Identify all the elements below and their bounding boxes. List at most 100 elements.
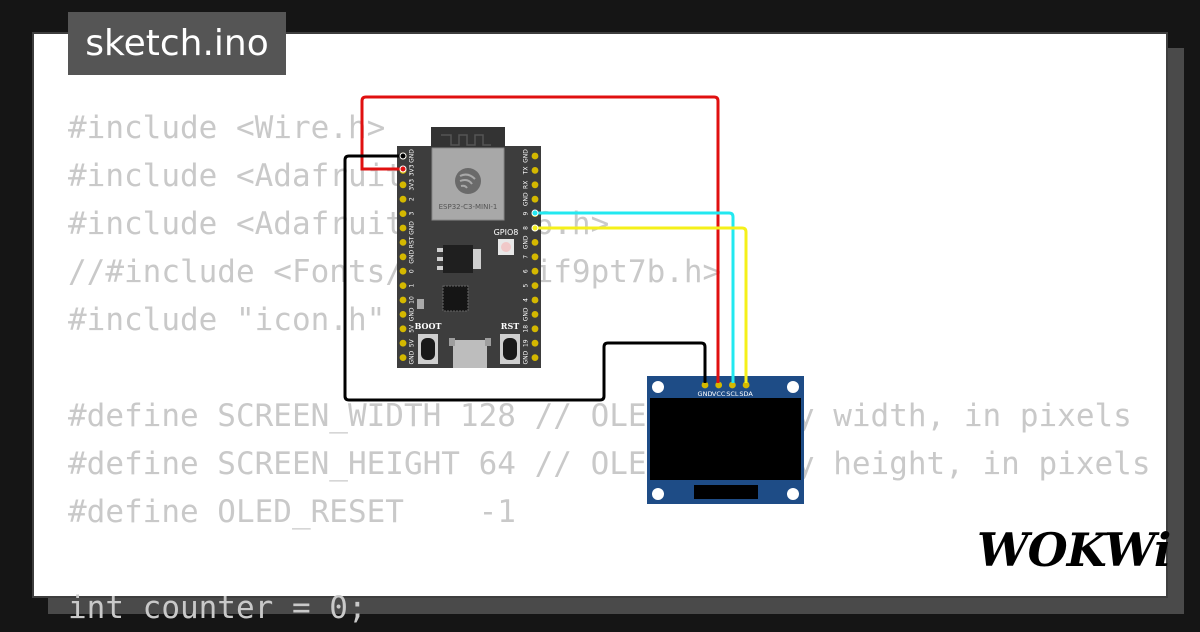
pin-left-5[interactable] [399,224,407,232]
esp32-c3-board[interactable]: ESP32-C3-MINI-1 GPIO8 BOOT RST GND3V33V3… [397,127,541,368]
pin-left-4[interactable] [399,210,407,218]
pin-label: 1 [409,284,416,288]
pin-left-11[interactable] [399,311,407,318]
pin-right-6[interactable] [531,239,539,246]
pin-label: TX [523,167,530,176]
pin-left-3[interactable] [399,195,407,203]
oled-pin-label: GND [698,390,713,398]
code-line: #include <Wire.h> [68,110,386,146]
pin-label: GND [523,149,530,163]
pin-right-1[interactable] [531,167,539,174]
pin-label: GND [409,149,416,163]
file-name-label: sketch.ino [85,23,269,64]
boot-label: BOOT [415,321,442,331]
code-line: #define SCREEN_HEIGHT 64 // OLED display… [68,446,1151,482]
pin-right-2[interactable] [531,181,539,189]
pin-right-0[interactable] [531,152,539,160]
pin-label: 5 [523,284,530,288]
pin-label: 3 [409,212,416,216]
connection-point [531,209,539,217]
wire-scl[interactable] [535,211,735,383]
code-line: #include "icon.h" [68,302,386,338]
antenna [431,127,505,149]
pin-right-13[interactable] [531,339,539,347]
file-name-tab[interactable]: sketch.ino [68,12,286,75]
pin-label: GND [409,221,416,235]
pin-label: GND [409,307,416,321]
wires [343,95,748,402]
pin-label: 0 [409,269,416,273]
pin-right-7[interactable] [531,253,539,261]
mount-hole [652,488,664,500]
pin-left-2[interactable] [399,181,407,189]
pin-label: 2 [409,197,416,201]
pin-label: 6 [523,269,530,273]
code-line: #define SCREEN_WIDTH 128 // OLED display… [68,398,1132,434]
oled-pin-scl[interactable] [729,381,736,389]
module-label: ESP32-C3-MINI-1 [439,203,498,211]
pin-right-8[interactable] [531,267,539,275]
pin-label: 5V [409,324,416,333]
pin-label: RX [523,181,530,189]
pin-label: 3V3 [409,164,416,176]
oled-ribbon [694,485,758,499]
pin-right-12[interactable] [531,325,539,333]
gpio8-label: GPIO8 [494,228,519,237]
usb-connector [453,340,487,368]
pin-label: 7 [523,255,530,259]
pin-left-13[interactable] [399,339,407,347]
pin-left-6[interactable] [399,239,407,246]
oled-pin-sda[interactable] [742,381,750,389]
oled-pin-vcc[interactable] [715,381,723,389]
pin-label: GND [409,250,416,264]
pin-label: 10 [409,296,416,304]
pin-label: 3V3 [409,179,416,191]
voltage-regulator [443,245,473,273]
mount-hole [652,381,664,393]
pin-left-12[interactable] [399,325,407,333]
svg-text:WOKWi: WOKWi [977,523,1170,577]
oled-screen [650,398,801,480]
wire-sda[interactable] [535,226,748,383]
oled-pin-label: SDA [739,390,753,398]
wokwi-logo-icon: WOKWi [977,523,1171,577]
pin-right-9[interactable] [531,282,539,289]
pin-label: 5V [409,338,416,347]
pin-label: 4 [523,298,530,302]
pin-label: 9 [523,212,530,216]
mount-hole [787,488,799,500]
rst-label: RST [501,321,519,331]
pin-label: GND [409,350,416,364]
pin-right-10[interactable] [531,296,539,304]
pin-label: GND [523,307,530,321]
pin-left-9[interactable] [399,282,407,289]
connection-point [399,165,407,173]
oled-pin-gnd[interactable] [701,381,709,389]
pin-right-11[interactable] [531,311,539,318]
code-line: int counter = 0; [68,590,367,626]
connection-point [531,224,539,232]
pin-left-14[interactable] [399,354,407,361]
mount-hole [787,381,799,393]
wire-gnd[interactable] [343,154,707,402]
wokwi-logo: WOKWi [975,522,1171,578]
pin-right-3[interactable] [531,195,539,203]
pin-label: 18 [523,325,530,333]
pin-label: GND [523,192,530,206]
connection-point [399,152,407,160]
usb-chip [442,285,469,312]
pin-right-14[interactable] [531,354,539,361]
oled-pin-label: SCL [726,390,739,398]
pin-label: 8 [523,226,530,230]
oled-pin-label: VCC [712,390,726,398]
pin-left-10[interactable] [399,296,407,304]
wire-vcc[interactable] [360,95,720,383]
pin-left-8[interactable] [399,267,407,275]
pin-label: GND [523,350,530,364]
pin-left-7[interactable] [399,253,407,261]
